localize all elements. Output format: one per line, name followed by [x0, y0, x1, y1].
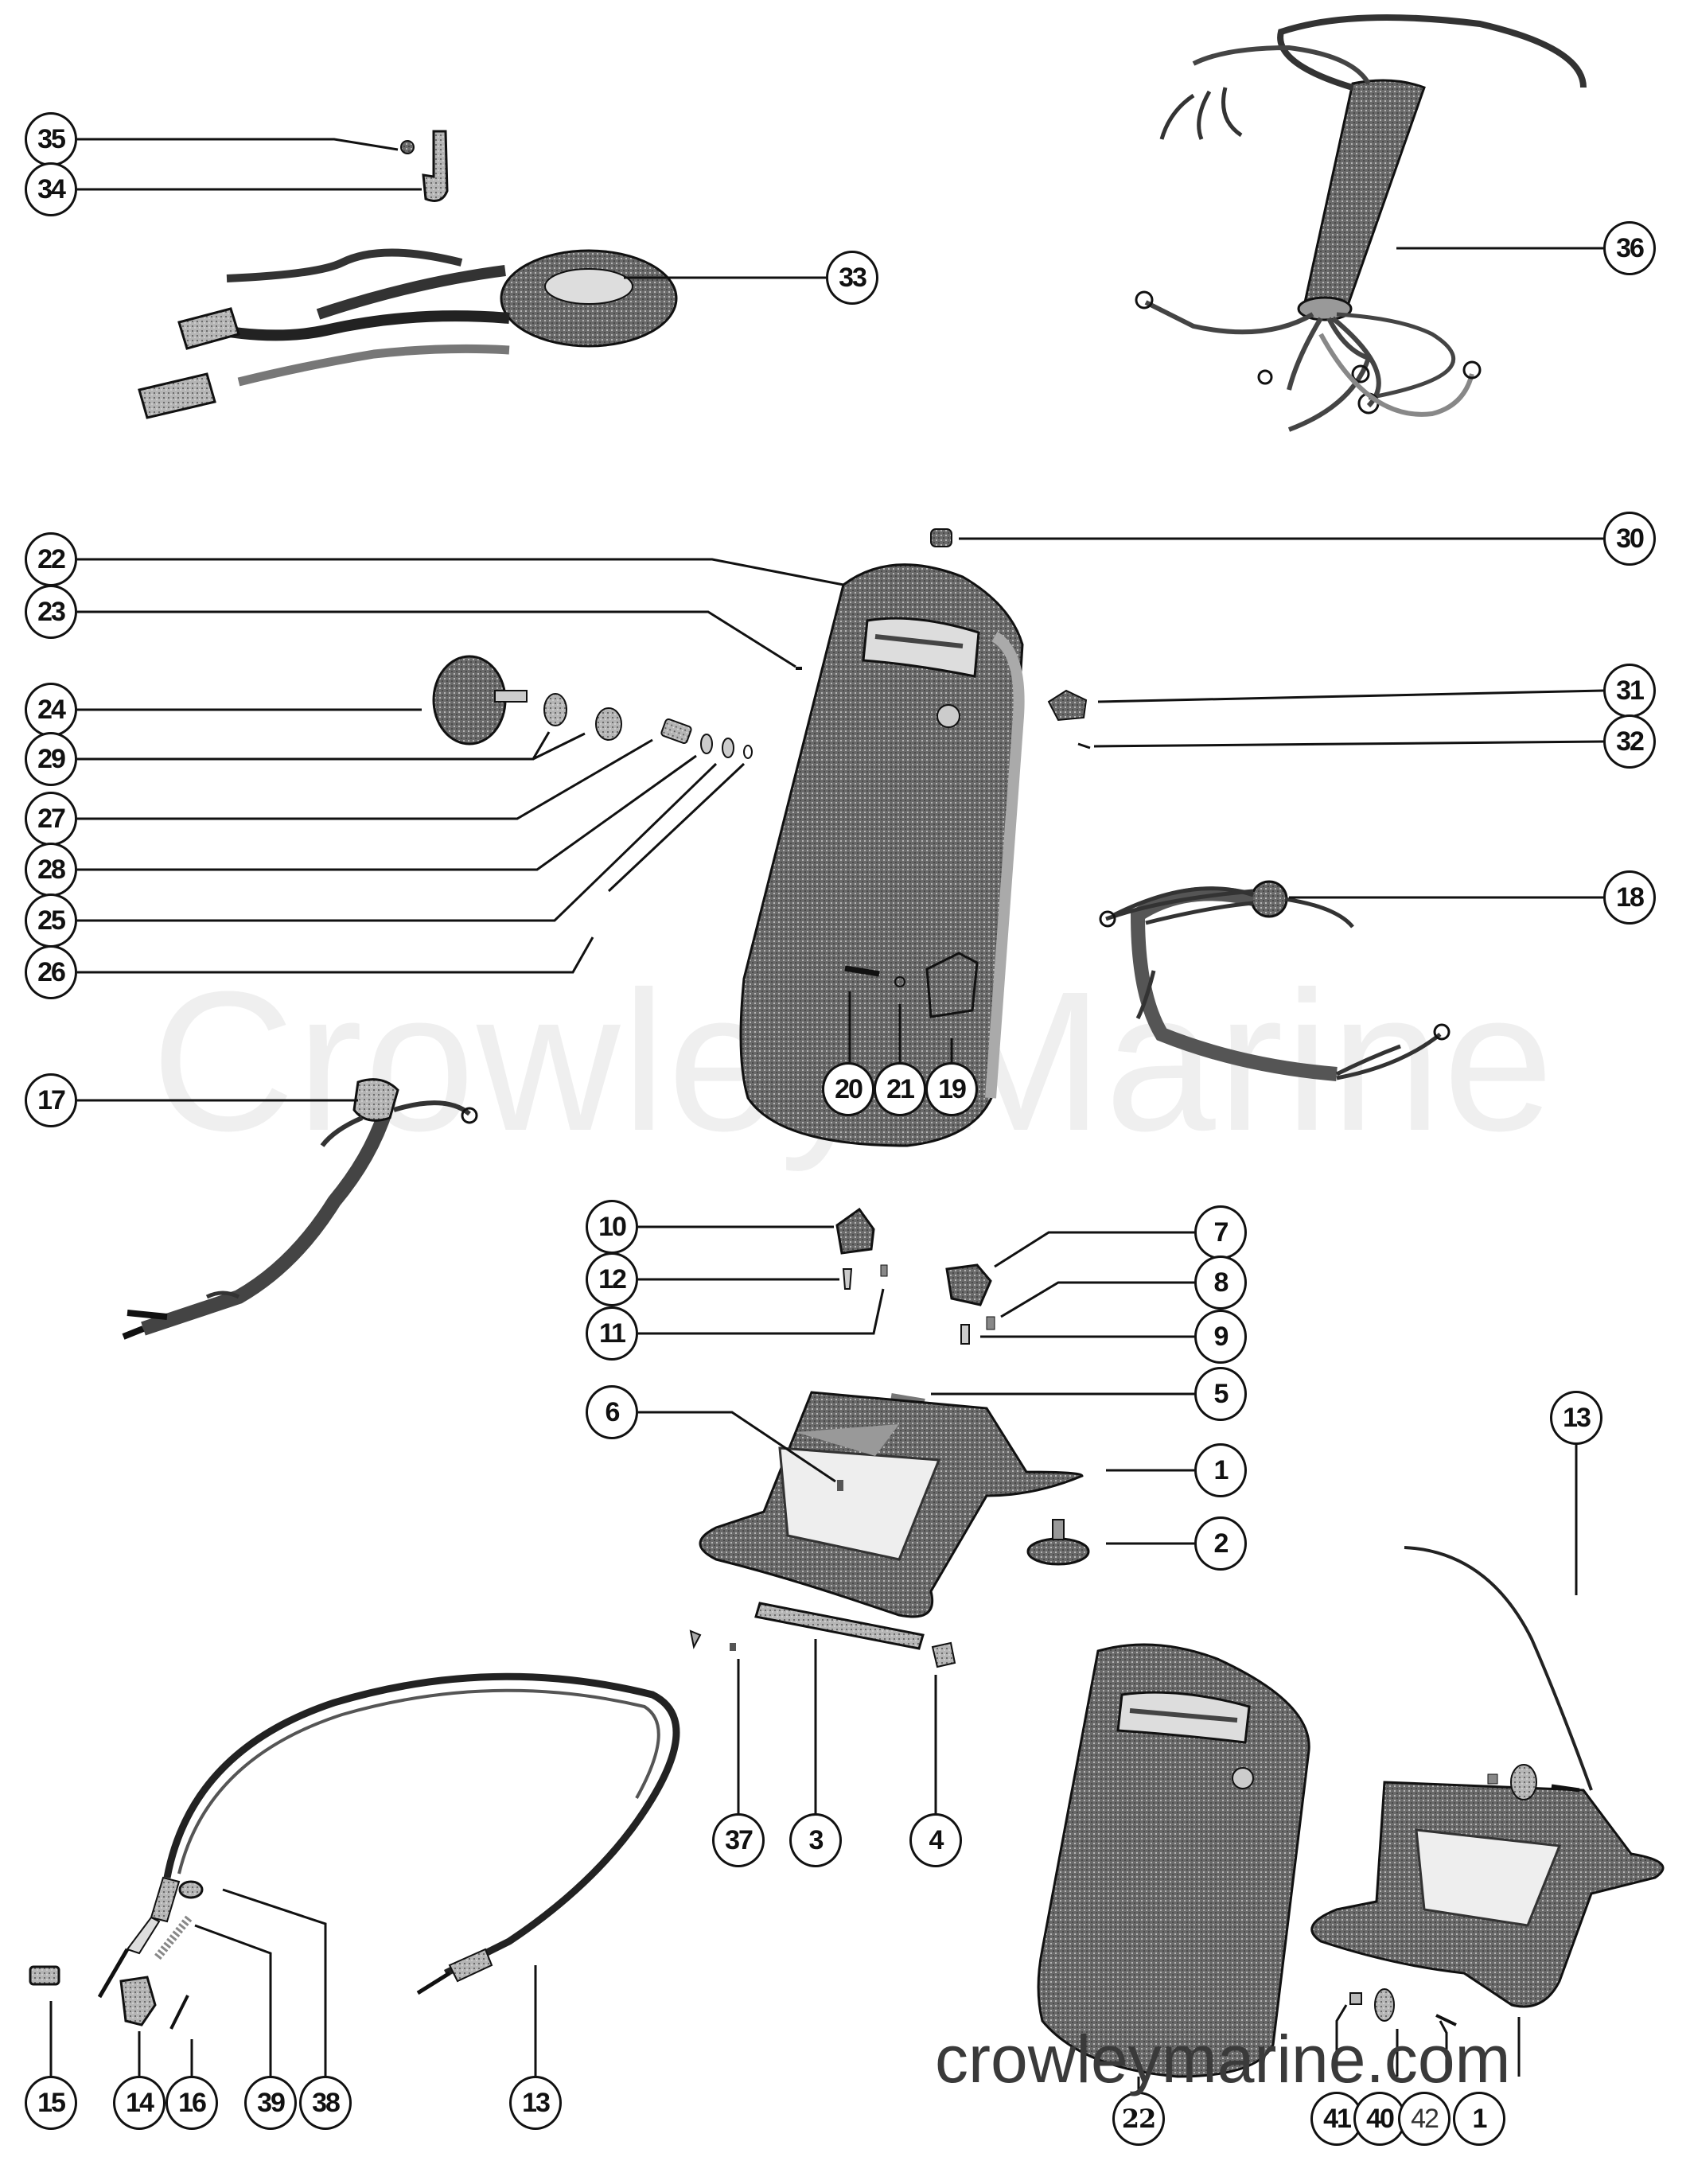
- part-11-nut-icon: [880, 1264, 888, 1277]
- part-25-lockwasher-icon: [722, 738, 734, 758]
- part-1-pedal-base-icon: [699, 1391, 1084, 1618]
- part-28-washer-icon: [700, 734, 713, 754]
- callout-28: 28: [25, 843, 77, 897]
- part-38-washer-icon: [178, 1880, 204, 1899]
- callout-29: 29: [25, 732, 77, 786]
- part-26-nut-icon: [743, 745, 753, 759]
- part-12-screw-icon: [842, 1268, 853, 1290]
- callout-27: 27: [25, 792, 77, 846]
- part-13-cable-upper-icon: [1404, 1546, 1593, 1791]
- callout-13-upper: 13: [1550, 1391, 1602, 1445]
- part-31-switch-icon: [1047, 689, 1088, 722]
- part-4-cap-icon: [931, 1641, 956, 1668]
- callout-18: 18: [1603, 870, 1656, 925]
- callout-22-lower: 22: [1112, 2092, 1165, 2146]
- callout-14: 14: [113, 2076, 165, 2130]
- callout-16: 16: [165, 2076, 218, 2130]
- part-13-steering-cable-icon: [97, 1672, 680, 1999]
- part-16-cotter-pin-icon: [169, 1995, 189, 2030]
- part-21-nut-icon: [894, 976, 905, 987]
- part-40-washer-icon: [1374, 1988, 1395, 2022]
- callout-33: 33: [826, 251, 878, 305]
- part-41-nut-icon: [1349, 1992, 1362, 2005]
- part-42-screw-icon: [1435, 2014, 1457, 2026]
- callout-7: 7: [1194, 1205, 1247, 1259]
- part-23-pin-icon: [796, 667, 802, 670]
- callout-3: 3: [789, 1813, 842, 1867]
- callout-37: 37: [712, 1813, 765, 1867]
- callout-12: 12: [586, 1252, 638, 1306]
- callout-40: 40: [1353, 2092, 1406, 2146]
- part-39-spring-icon: [154, 1914, 193, 1960]
- callout-31: 31: [1603, 664, 1656, 718]
- callout-36: 36: [1603, 221, 1656, 275]
- callout-1-center: 1: [1194, 1443, 1247, 1497]
- part-34-clamp-icon: [422, 130, 449, 202]
- part-8-nut-icon: [986, 1316, 995, 1330]
- part-17-harness-icon: [122, 1078, 478, 1340]
- callout-11: 11: [586, 1306, 638, 1361]
- callout-9: 9: [1194, 1310, 1247, 1364]
- part-22-pedal-cover-lower-icon: [1037, 1643, 1310, 2078]
- callout-25: 25: [25, 893, 77, 948]
- part-35-screw-icon: [400, 140, 415, 154]
- callout-10: 10: [586, 1200, 638, 1254]
- callout-22-upper: 22: [25, 532, 77, 586]
- callout-34: 34: [25, 162, 77, 216]
- part-1-pedal-base-lower-icon: [1310, 1764, 1665, 2008]
- callout-6: 6: [586, 1385, 638, 1439]
- callout-15: 15: [25, 2076, 77, 2130]
- part-32-screw-icon: [1077, 742, 1091, 749]
- part-20-screw-icon: [844, 965, 880, 977]
- part-3-hinge-rod-icon: [754, 1602, 925, 1650]
- part-30-grommet-icon: [930, 528, 952, 547]
- callout-39: 39: [244, 2076, 297, 2130]
- callout-19: 19: [925, 1062, 978, 1116]
- callout-13-lower: 13: [509, 2076, 562, 2130]
- callout-24: 24: [25, 683, 77, 737]
- part-10-cable-clamp-icon: [835, 1207, 875, 1255]
- callout-23: 23: [25, 585, 77, 639]
- watermark-url: crowleymarine.com: [935, 2022, 1511, 2096]
- callout-42: 42: [1398, 2092, 1451, 2146]
- callout-1-lower: 1: [1453, 2092, 1505, 2146]
- part-36-main-harness-icon: [1135, 14, 1587, 432]
- callout-26: 26: [25, 945, 77, 999]
- part-9-screw-icon: [960, 1324, 970, 1345]
- part-18-pedal-harness-icon: [1099, 880, 1451, 1081]
- callout-5: 5: [1194, 1367, 1247, 1421]
- part-33-battery-cable-icon: [138, 248, 678, 419]
- part-2-rubber-foot-icon: [1026, 1519, 1090, 1566]
- part-37-screw-icon: [689, 1629, 736, 1651]
- callout-20: 20: [822, 1062, 874, 1116]
- part-15-sleeve-icon: [29, 1965, 60, 1986]
- callout-2: 2: [1194, 1516, 1247, 1571]
- callout-21: 21: [874, 1062, 926, 1116]
- callout-17: 17: [25, 1073, 77, 1127]
- part-29-knob-icon: [543, 693, 622, 741]
- part-24-rheostat-icon: [432, 655, 528, 746]
- part-19-microswitch-icon: [925, 952, 979, 1018]
- callout-32: 32: [1603, 714, 1656, 769]
- callout-38: 38: [299, 2076, 352, 2130]
- callout-35: 35: [25, 112, 77, 166]
- part-14-clip-icon: [119, 1976, 157, 2026]
- callout-4: 4: [909, 1813, 962, 1867]
- part-27-spacer-icon: [660, 718, 692, 745]
- callout-30: 30: [1603, 512, 1656, 566]
- part-7-clamp-icon: [945, 1263, 992, 1306]
- part-6-screw-icon: [837, 1480, 843, 1491]
- callout-8: 8: [1194, 1256, 1247, 1310]
